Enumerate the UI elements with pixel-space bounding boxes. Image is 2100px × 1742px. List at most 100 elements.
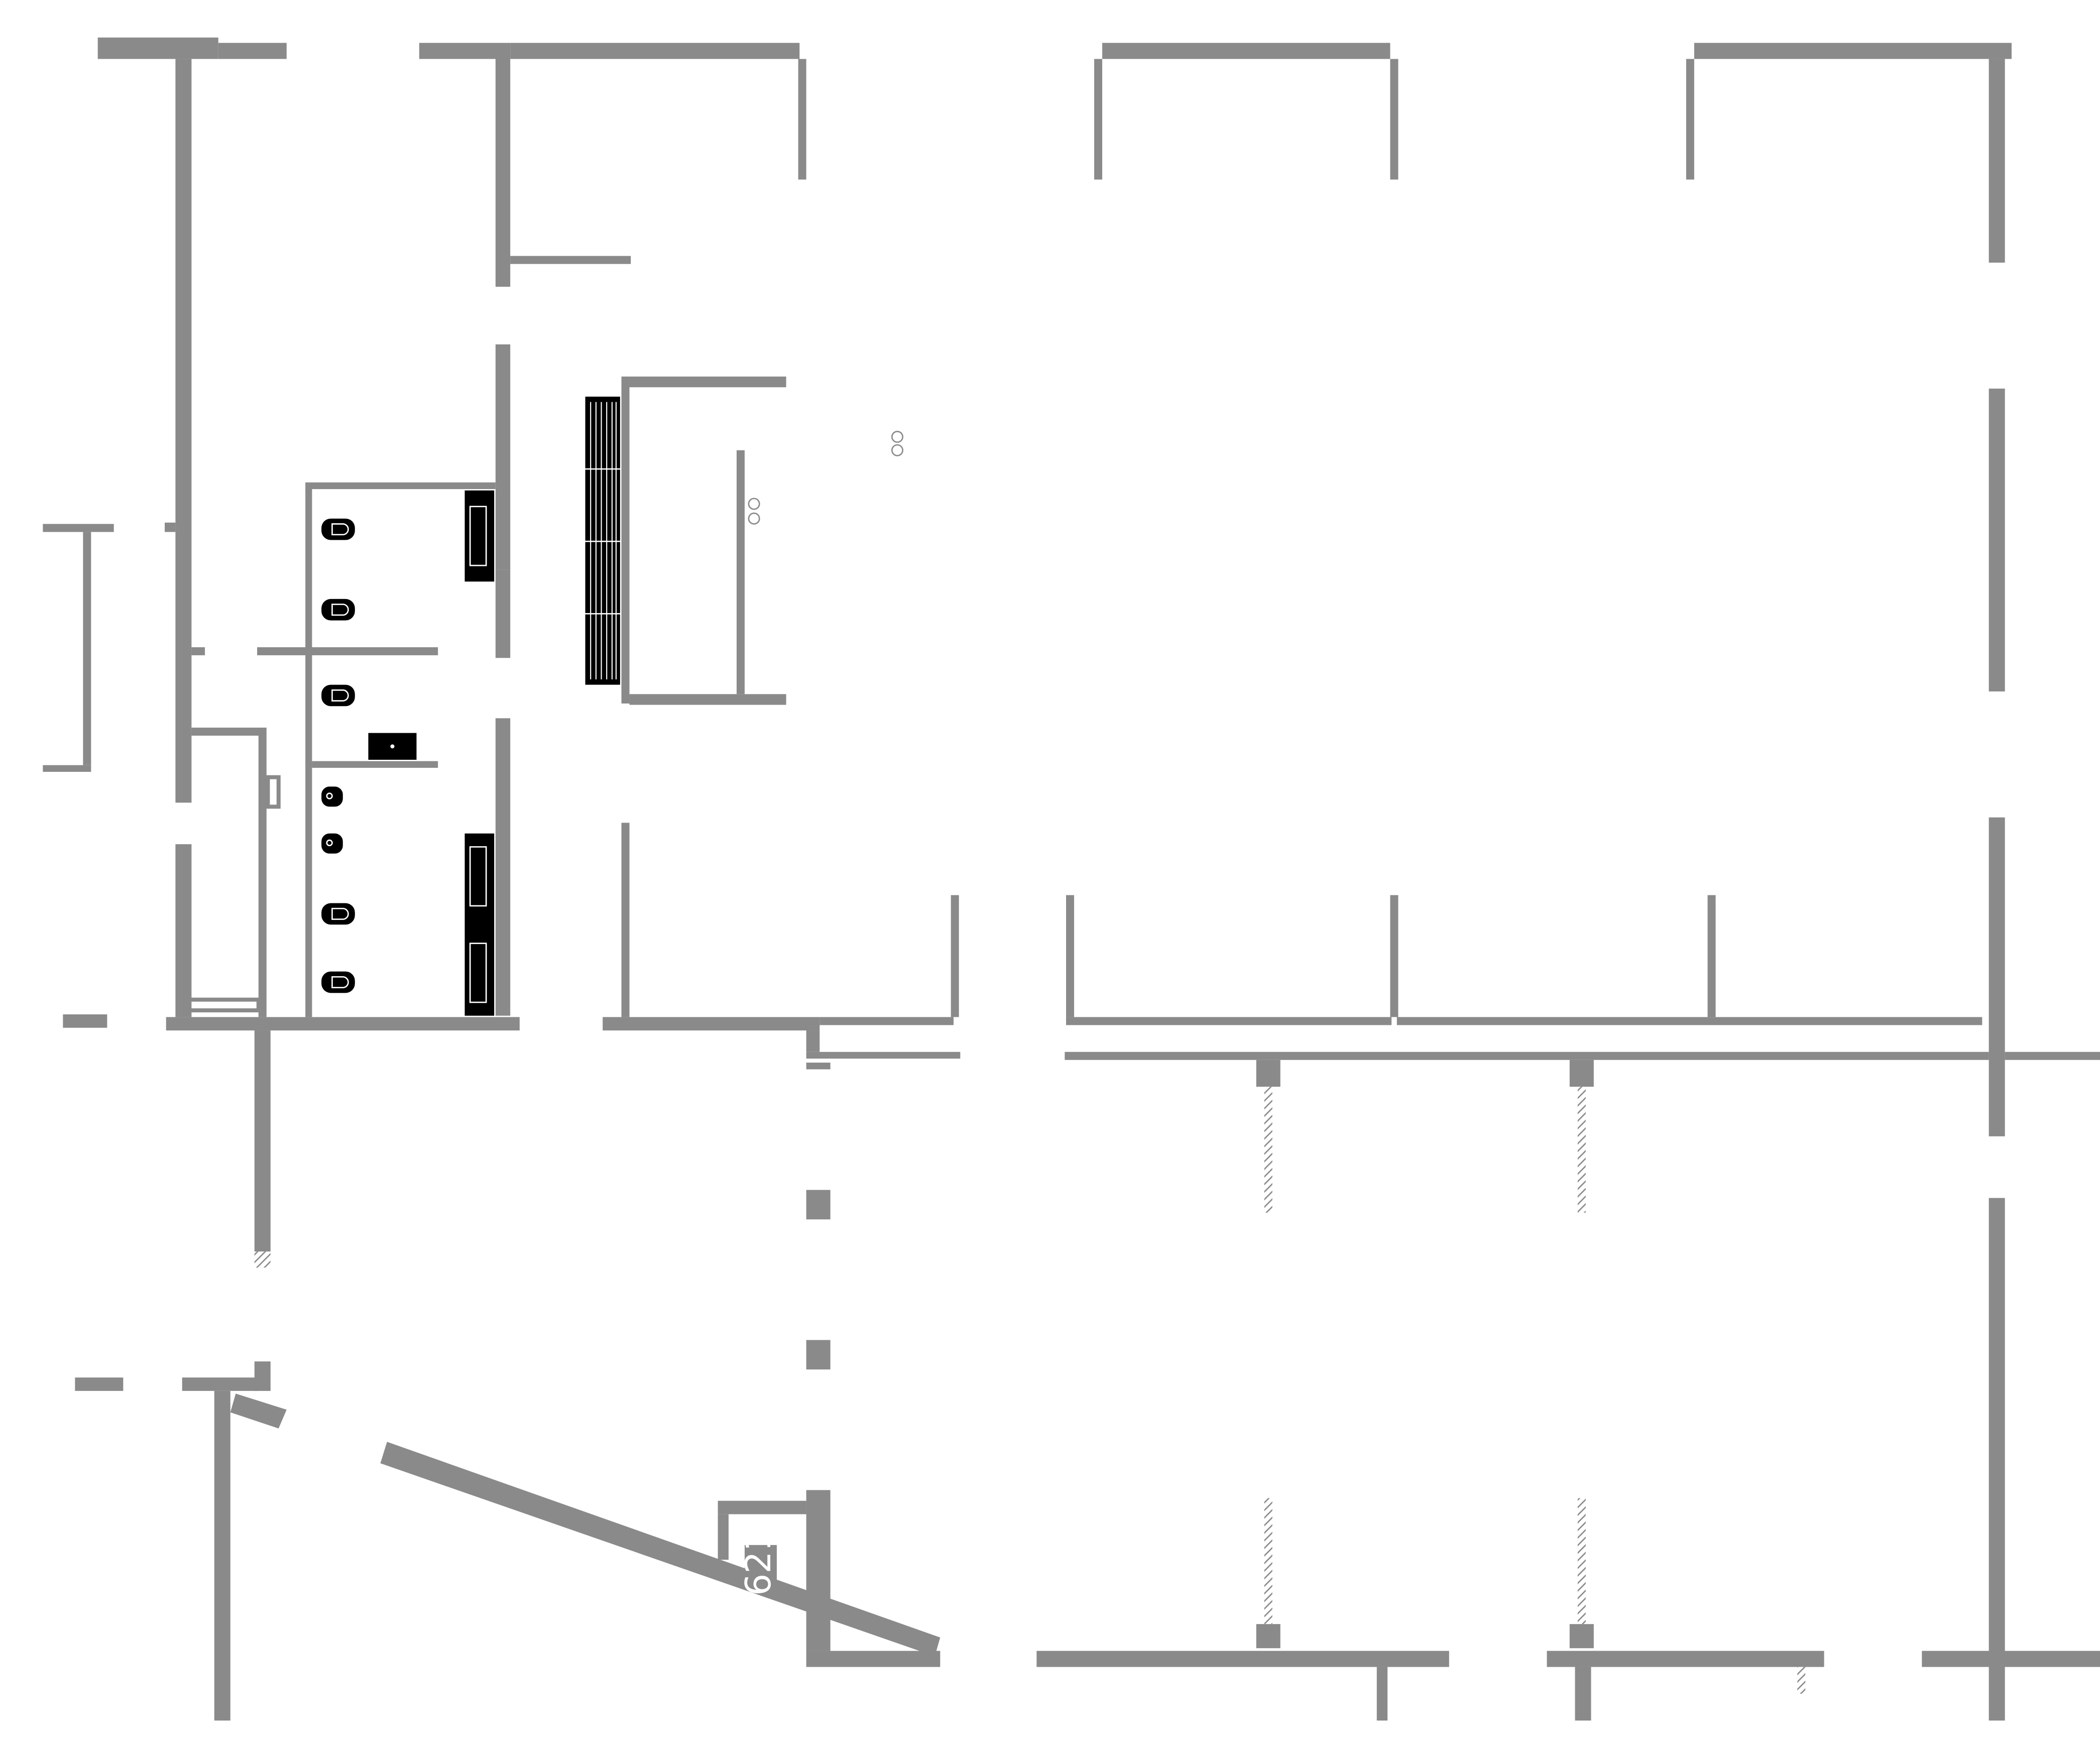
- wall: [305, 489, 312, 1017]
- wall: [510, 43, 800, 59]
- column-icon: [744, 1545, 777, 1580]
- toilet-icon: [321, 518, 355, 540]
- washbasin-icon: [368, 733, 417, 760]
- wall: [254, 1030, 271, 1252]
- wall: [1102, 43, 1390, 59]
- wall: [806, 1490, 831, 1651]
- toilet-icon: [321, 786, 343, 807]
- wall: [175, 59, 192, 803]
- sink-counter-icon: [464, 490, 495, 582]
- wall: [718, 1500, 806, 1515]
- wall: [736, 450, 745, 694]
- radiator-icon: [585, 396, 620, 685]
- wall: [1989, 388, 2005, 691]
- toilet-icon: [321, 684, 355, 707]
- wall: [820, 1017, 954, 1025]
- wall: [495, 344, 511, 570]
- wall: [1390, 59, 1398, 180]
- wall: [218, 43, 287, 59]
- wall: [1065, 1052, 1989, 1060]
- column-icon: [1256, 1060, 1280, 1087]
- wall: [806, 1651, 941, 1667]
- hatched-post-icon: [1577, 1087, 1586, 1213]
- wall: [1989, 817, 2005, 1136]
- wall: [1686, 59, 1694, 180]
- hatched-post-icon: [1264, 1498, 1272, 1624]
- wall: [257, 647, 438, 655]
- wall: [806, 1063, 831, 1070]
- wall: [1989, 1198, 2005, 1721]
- hatched-post-icon: [1577, 1498, 1586, 1624]
- wall: [214, 1390, 230, 1721]
- wall: [629, 376, 786, 388]
- wall: [495, 718, 511, 1016]
- wall: [951, 895, 959, 1017]
- wall: [191, 647, 205, 655]
- wall: [621, 376, 630, 704]
- wall: [1036, 1651, 1449, 1667]
- wall: [495, 43, 511, 287]
- door-frame: [266, 775, 281, 809]
- toilet-icon: [321, 833, 343, 854]
- wall: [165, 522, 176, 532]
- wall: [1066, 895, 1075, 1017]
- pipe-icon: [748, 498, 760, 525]
- wall: [312, 761, 438, 768]
- column-tag: 621: [739, 1529, 779, 1595]
- wall: [419, 43, 497, 59]
- wall: [254, 1361, 271, 1391]
- column-icon: [806, 1340, 831, 1370]
- wall: [1396, 1017, 1982, 1025]
- hatched-post-icon: [1797, 1667, 1806, 1694]
- wall: [806, 1030, 820, 1052]
- wall: [806, 1052, 961, 1059]
- wall: [83, 532, 91, 765]
- wall: [510, 256, 631, 264]
- pipe-icon: [891, 430, 903, 456]
- wall: [621, 823, 630, 1017]
- wall: [798, 59, 806, 180]
- toilet-icon: [321, 599, 355, 621]
- wall: [175, 844, 192, 1017]
- wall: [495, 569, 511, 658]
- wall: [97, 37, 218, 59]
- wall: [63, 1014, 107, 1028]
- column-icon: [1569, 1060, 1594, 1087]
- wall: [1547, 1651, 1824, 1667]
- walls: 621: [43, 37, 2100, 1721]
- hatched-post-icon: [254, 1251, 271, 1268]
- column-icon: [1256, 1624, 1280, 1649]
- wall: [43, 524, 114, 532]
- wall: [1575, 1667, 1591, 1721]
- wall: [629, 694, 786, 705]
- wall: [1989, 59, 2005, 263]
- wall: [603, 1017, 820, 1031]
- wall: [258, 735, 267, 1017]
- wall: [1066, 1017, 1392, 1025]
- toilet-icon: [321, 971, 355, 993]
- wall: [166, 1017, 520, 1031]
- wall: [1922, 1651, 2100, 1667]
- wall: [75, 1377, 124, 1391]
- wall: [1707, 895, 1716, 1017]
- wall: [43, 765, 91, 772]
- column-icon: [806, 1190, 831, 1220]
- column-icon: [1569, 1624, 1594, 1649]
- diagonal-wall: [380, 1442, 941, 1657]
- wall: [305, 482, 496, 489]
- sink-counter-icon: [464, 833, 495, 1016]
- wall: [1376, 1667, 1388, 1721]
- wall: [718, 1514, 729, 1560]
- hatched-post-icon: [1264, 1087, 1272, 1213]
- toilet-icon: [321, 903, 355, 925]
- wall: [191, 727, 267, 736]
- wall: [1390, 895, 1398, 1017]
- wall: [1094, 59, 1103, 180]
- step: [187, 997, 261, 1013]
- wall: [182, 1377, 258, 1391]
- wall: [230, 1393, 287, 1429]
- wall: [2005, 1052, 2100, 1060]
- fixtures: [321, 396, 903, 1016]
- wall: [1694, 43, 2012, 59]
